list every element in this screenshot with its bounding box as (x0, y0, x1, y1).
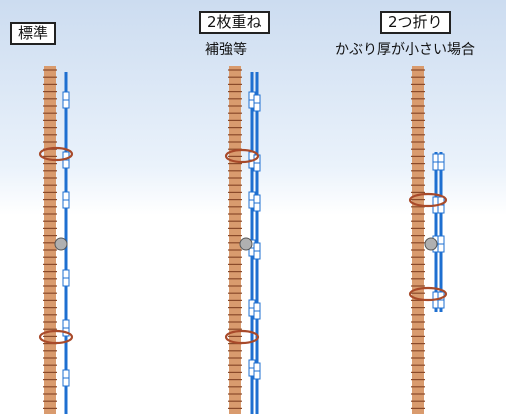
label-standard: 標準 (10, 22, 57, 45)
label-folded: 2つ折り (380, 11, 451, 34)
stirrup-standard-upper (38, 146, 74, 162)
rebar-double (229, 66, 241, 414)
stirrup-folded-upper (408, 192, 448, 208)
stirrup-folded-lower (408, 286, 448, 302)
subtitle-reinforcement: 補強等 (205, 42, 247, 58)
label-double-layer: 2枚重ね (199, 11, 270, 34)
stirrup-double-lower (224, 329, 260, 345)
rebar-standard (44, 66, 56, 414)
rebar-folded (412, 66, 424, 414)
connector-standard (54, 237, 68, 251)
subtitle-small-cover: かぶり厚が小さい場合 (335, 42, 475, 58)
connector-double (239, 237, 253, 251)
stirrup-double-upper (224, 148, 260, 164)
connector-folded (424, 237, 438, 251)
stirrup-standard-lower (38, 329, 74, 345)
